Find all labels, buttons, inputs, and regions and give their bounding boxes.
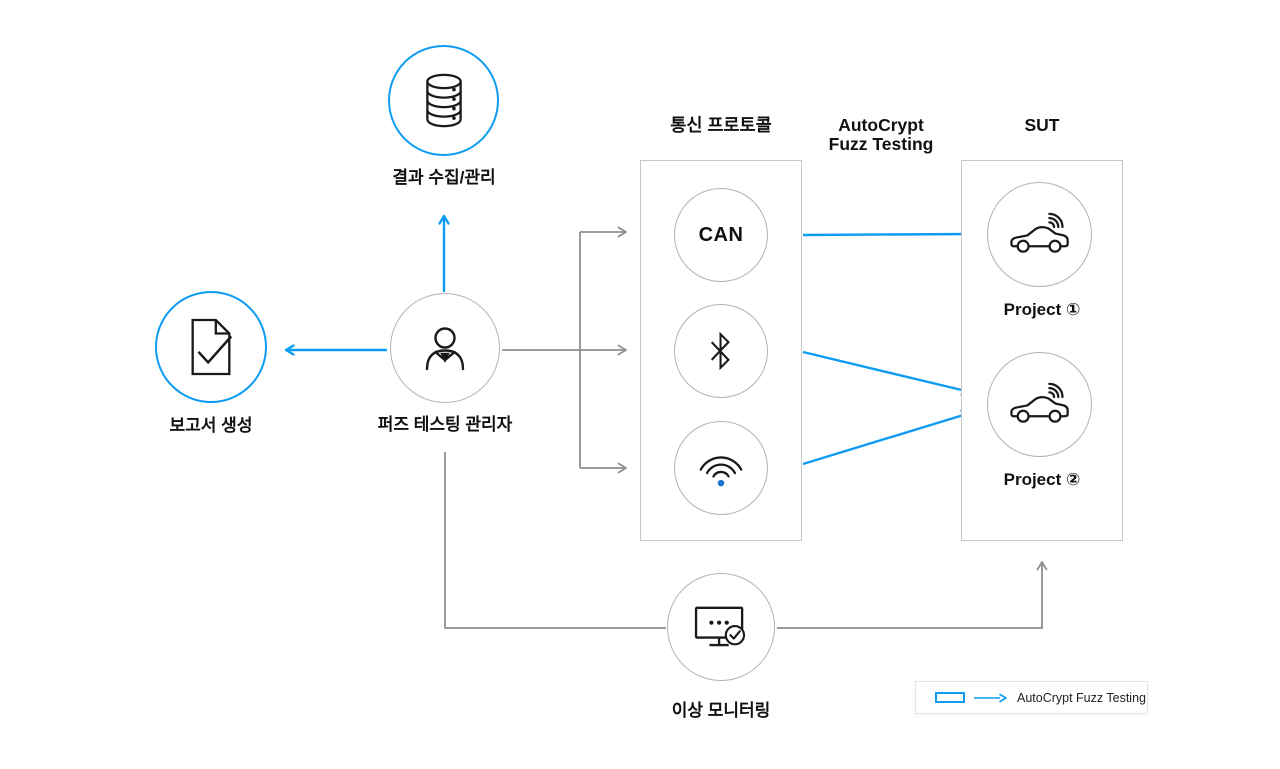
legend-arrow-icon [974, 693, 1007, 702]
report-generation-node [155, 291, 267, 403]
bluetooth-icon [710, 331, 730, 371]
anomaly-monitoring-node [667, 573, 775, 681]
protocol-group-header: 통신 프로토콜 [670, 115, 772, 135]
results-collection-label: 결과 수집/관리 [392, 168, 496, 187]
arrow-monitoring-to-sut [777, 561, 1048, 629]
connected-car-icon [1009, 212, 1069, 253]
autocrypt-header-line1: AutoCrypt [838, 115, 924, 135]
legend-swatch [935, 692, 965, 703]
can-label: CAN [698, 223, 744, 246]
arrow-wifi-to-project2 [802, 409, 972, 466]
protocol-bluetooth-node [674, 304, 768, 398]
protocol-wifi-node [674, 421, 768, 515]
project-2-label: Project ② [1003, 470, 1081, 489]
arrow-can-to-project1 [802, 228, 973, 240]
fuzz-testing-manager-node [390, 293, 500, 403]
report-generation-label: 보고서 생성 [169, 416, 253, 435]
database-icon [425, 73, 462, 128]
legend: AutoCrypt Fuzz Testing [915, 681, 1148, 714]
sut-group-header: SUT [1024, 115, 1060, 135]
project-1-node [987, 182, 1092, 287]
wifi-icon [699, 456, 743, 487]
project-2-node [987, 352, 1092, 457]
document-check-icon [191, 318, 233, 376]
legend-label: AutoCrypt Fuzz Testing [1017, 690, 1146, 705]
autocrypt-fuzz-testing-header: AutoCrypt Fuzz Testing [829, 116, 934, 154]
autocrypt-header-line2: Fuzz Testing [828, 134, 934, 154]
monitor-check-icon [694, 606, 746, 647]
project-1-label: Project ① [1003, 300, 1081, 319]
anomaly-monitoring-label: 이상 모니터링 [671, 701, 771, 720]
fuzz-testing-manager-label: 퍼즈 테스팅 관리자 [377, 415, 513, 434]
person-icon [425, 327, 465, 371]
arrow-bluetooth-to-project2 [802, 350, 972, 396]
protocol-can-node: CAN [674, 188, 768, 282]
connected-car-icon [1009, 382, 1069, 423]
results-collection-node [388, 45, 499, 156]
line-manager-to-monitoring [444, 452, 666, 629]
